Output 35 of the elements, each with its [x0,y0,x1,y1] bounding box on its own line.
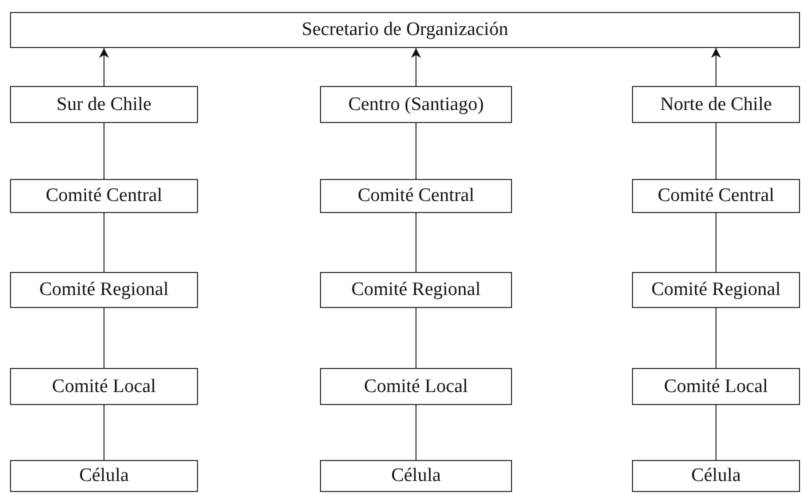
org-box [632,179,800,213]
arrow [711,48,721,86]
org-box [632,460,800,492]
unit-name: Centro (Santiago) [348,94,484,116]
unit-name: Comité Central [46,185,162,207]
unit-name: Secretario de Organización [302,19,508,41]
unit-name: Sur de Chile [56,94,152,116]
org-box [10,86,198,123]
unit-name: Célula [391,465,441,487]
org-box [320,86,512,123]
org-box [632,272,800,308]
unit-name: Comité Central [658,185,774,207]
unit-name: Célula [79,465,129,487]
unit-name: Comité Local [664,376,768,398]
org-box [10,12,800,48]
unit-name: Comité Regional [39,279,169,301]
org-box [320,272,512,308]
arrow [99,48,109,86]
org-box [632,86,800,123]
org-box [10,460,198,492]
arrow [411,48,421,86]
org-box [320,179,512,213]
unit-name: Comité Regional [651,279,781,301]
org-box [632,368,800,405]
org-box [10,179,198,213]
unit-name: Norte de Chile [660,94,772,116]
org-box [320,368,512,405]
unit-name: Célula [691,465,741,487]
org-box [10,272,198,308]
unit-name: Comité Local [364,376,468,398]
org-box [320,460,512,492]
unit-name: Comité Regional [351,279,481,301]
unit-name: Comité Central [358,185,474,207]
org-box [10,368,198,405]
unit-name: Comité Local [52,376,156,398]
